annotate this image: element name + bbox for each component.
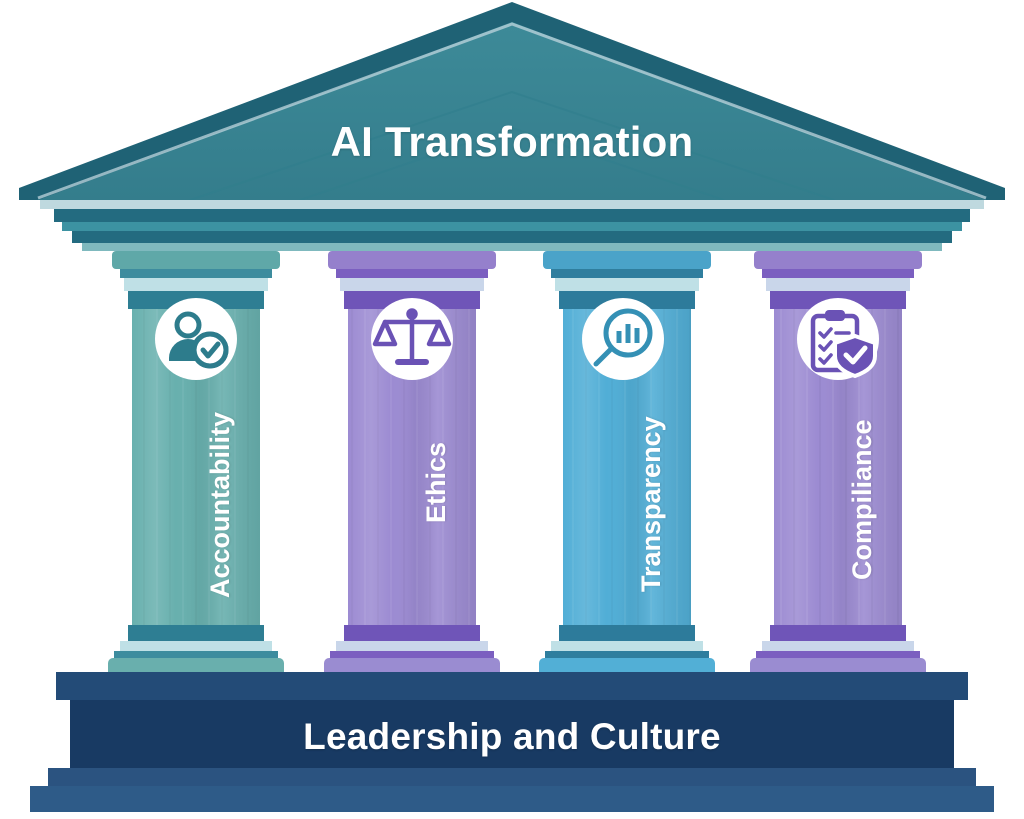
- plinth-step-lower: [48, 768, 976, 786]
- pediment: [19, 2, 1005, 201]
- pediment-inner-face: [38, 22, 986, 200]
- icon-accountability: [155, 298, 237, 380]
- icon-ethics: [371, 298, 453, 380]
- page-title: AI Transformation: [330, 118, 694, 165]
- plinth-main-band: [70, 700, 954, 768]
- pillar-label-compiliance: Compiliance: [847, 419, 877, 580]
- plinth-bottom-step: [30, 786, 994, 812]
- pillar-label-transparency: Transparency: [636, 416, 666, 592]
- entablature-band-2: [54, 209, 970, 222]
- icon-compiliance: [797, 298, 879, 380]
- balance-scales-icon: [372, 308, 452, 365]
- entablature-band-5: [82, 243, 942, 251]
- pillar-label-accountability: Accountability: [205, 411, 235, 598]
- foundation-plinth: [30, 672, 994, 812]
- pediment-highlight-edge: [37, 22, 987, 200]
- entablature: [40, 200, 984, 251]
- icon-transparency: [582, 298, 664, 380]
- pediment-inner-chevron-2: [299, 126, 725, 201]
- foundation-title: Leadership and Culture: [303, 716, 721, 757]
- plinth-top-step: [56, 672, 968, 700]
- clipboard-shield-check-icon: [810, 310, 877, 379]
- entablature-band-3: [62, 222, 962, 231]
- pillar-capital: [543, 251, 711, 309]
- pediment-inner-chevron: [189, 90, 835, 201]
- pillar-capital: [328, 251, 496, 309]
- magnifier-bar-chart-icon: [593, 308, 653, 367]
- entablature-band-4: [72, 231, 952, 243]
- pillar-label-ethics: Ethics: [421, 441, 451, 523]
- entablature-band-1: [40, 200, 984, 209]
- pillar-ethics[interactable]: [324, 251, 500, 682]
- person-check-icon: [169, 311, 229, 369]
